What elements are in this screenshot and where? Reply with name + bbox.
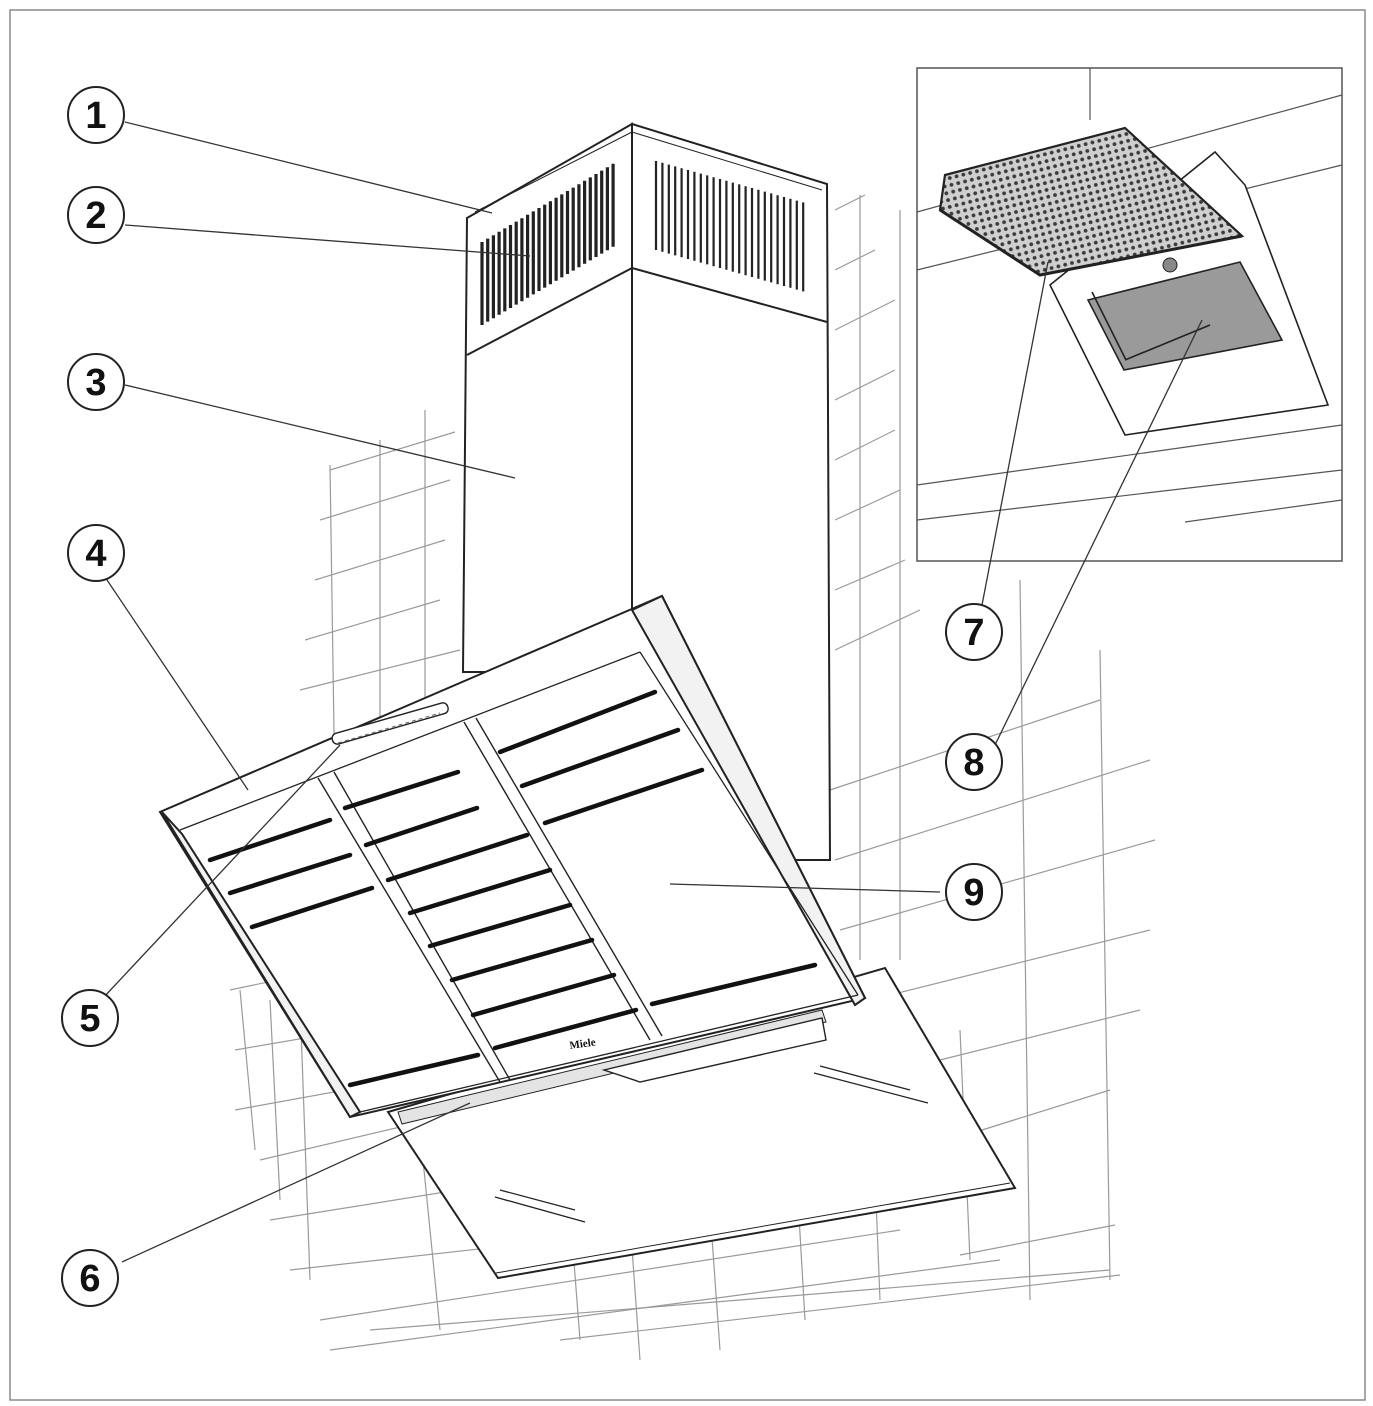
- callout-number: 6: [79, 1258, 100, 1300]
- callout-number: 2: [85, 195, 106, 237]
- callout-3: 3: [67, 353, 125, 411]
- callout-number: 7: [963, 612, 984, 654]
- callout-circle: [67, 353, 125, 411]
- callout-4: 4: [67, 524, 125, 582]
- callout-8: 8: [945, 733, 1003, 791]
- callout-9: 9: [945, 863, 1003, 921]
- callout-5: 5: [61, 989, 119, 1047]
- callout-circle: [67, 186, 125, 244]
- grease-filter-slots: [207, 689, 818, 1088]
- callout-circle: [945, 733, 1003, 791]
- callout-markers: 1 2 3 4 5 6 7 8 9: [61, 86, 1003, 1307]
- callout-leader-lines: [102, 121, 1203, 1263]
- air-outlet-vents-right: [654, 161, 805, 292]
- callout-1: 1: [67, 86, 125, 144]
- callout-7: 7: [945, 603, 1003, 661]
- callout-number: 9: [963, 872, 984, 914]
- callout-circle: [61, 1249, 119, 1307]
- callout-number: 1: [85, 95, 106, 137]
- callout-circle: [945, 863, 1003, 921]
- inset-filter-detail: [916, 67, 1343, 562]
- hood-body: [158, 594, 867, 1125]
- callout-circle: [61, 989, 119, 1047]
- brand-logo: Miele: [569, 1036, 597, 1052]
- figure-frame: [9, 9, 1366, 1401]
- callout-circle: [945, 603, 1003, 661]
- callout-number: 5: [79, 998, 100, 1040]
- callout-circle: [67, 86, 125, 144]
- callout-number: 8: [963, 742, 984, 784]
- callout-6: 6: [61, 1249, 119, 1307]
- air-outlet-vents-left: [480, 163, 615, 325]
- callout-number: 3: [85, 362, 106, 404]
- control-panel: [331, 702, 449, 745]
- callout-2: 2: [67, 186, 125, 244]
- callout-circle: [67, 524, 125, 582]
- callout-number: 4: [85, 533, 106, 575]
